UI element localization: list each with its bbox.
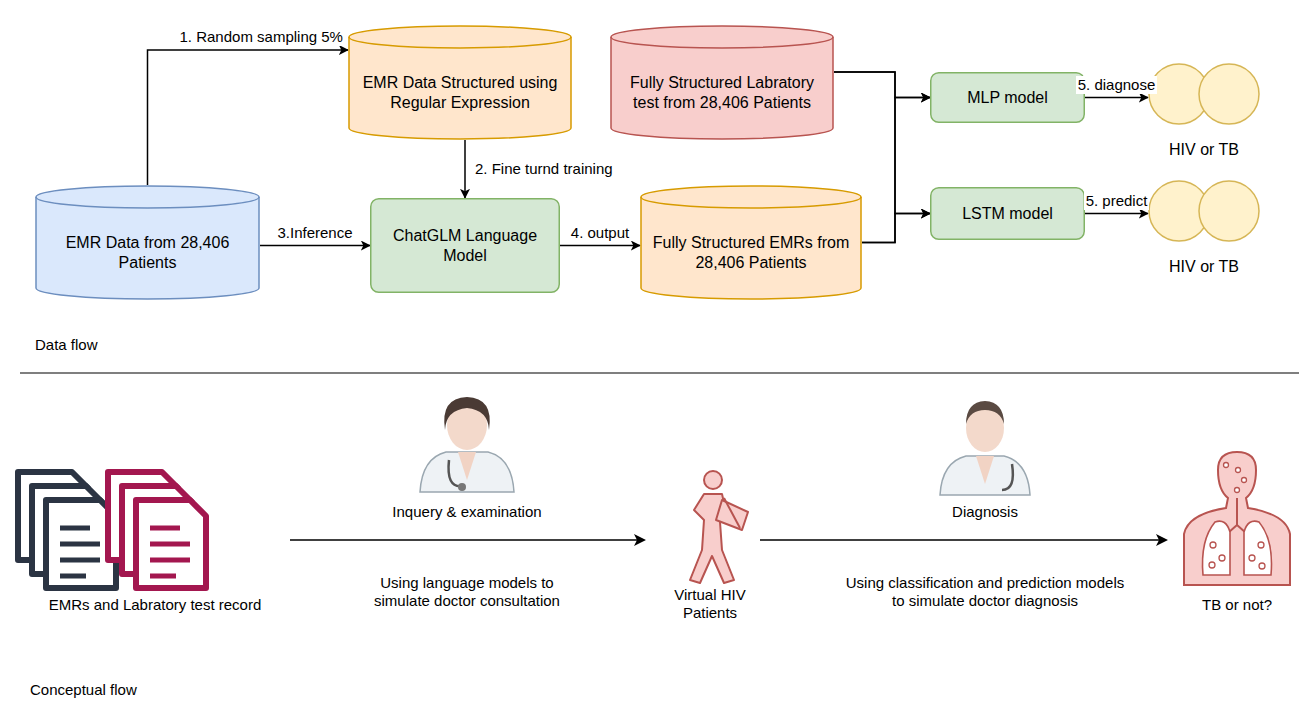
text-label: TB or not? [1182,596,1292,614]
divider-line [20,372,1299,373]
flow-arrow [290,534,1168,546]
flow-connector [862,214,930,243]
text-label: Using classification and prediction mode… [840,574,1130,610]
edge-label: 3.Inference [275,224,354,242]
database-cylinder: EMR Data Structured using Regular Expres… [348,25,572,140]
document-icon [18,472,116,588]
text-label: Diagnosis [885,503,1085,521]
node-text: EMR Data Structured using Regular Expres… [360,73,560,111]
database-cylinder: Fully Structured Labratory test from 28,… [610,25,834,140]
edge-label: 5. diagnose [1076,76,1158,94]
doctor-icon [940,401,1030,495]
flow-connector [260,245,370,247]
node-text: ChatGLM Language Model [380,226,550,264]
lungs-figure [1184,452,1290,585]
output-circles: HIV or TB [1148,180,1260,280]
edge-label: 5. predict [1084,192,1150,210]
text-label: EMRs and Labratory test record [5,596,305,614]
edge-label: 2. Fine turnd training [473,160,615,178]
node-text: HIV or TB [1169,257,1239,276]
edge-label: 1. Random sampling 5% [178,28,345,46]
node-outline [370,198,560,293]
text-label: Inquery & examination [337,503,597,521]
flow-connector [834,72,930,98]
doctor-icon [420,397,514,492]
text-label: Virtual HIV Patients [665,586,755,622]
output-circles: HIV or TB [1148,63,1260,163]
flow-connector [560,245,640,247]
flow-connector [464,140,466,198]
flow-connector [862,98,930,243]
node-text: HIV or TB [1169,140,1239,159]
text-label: Conceptual flow [30,681,190,699]
node-text: LSTM model [962,204,1053,223]
edge-label: 4. output [569,224,631,242]
flow-connector [1085,97,1148,99]
node-text: MLP model [967,88,1048,107]
flow-connector [148,50,349,185]
flow-connector [1085,213,1148,215]
node-text: Fully Structured EMRs from 28,406 Patien… [652,233,850,271]
text-label: Data flow [35,336,155,354]
node-text: Fully Structured Labratory test from 28,… [622,73,822,111]
text-label: Using language models to simulate doctor… [352,574,582,610]
model-box: LSTM model [930,187,1085,240]
model-box: ChatGLM Language Model [370,198,560,293]
node-text: EMR Data from 28,406 Patients [47,233,248,271]
database-cylinder: EMR Data from 28,406 Patients [35,185,260,300]
model-box: MLP model [930,72,1085,123]
database-cylinder: Fully Structured EMRs from 28,406 Patien… [640,185,862,300]
document-icon [108,472,206,588]
patient-figure [690,471,748,583]
